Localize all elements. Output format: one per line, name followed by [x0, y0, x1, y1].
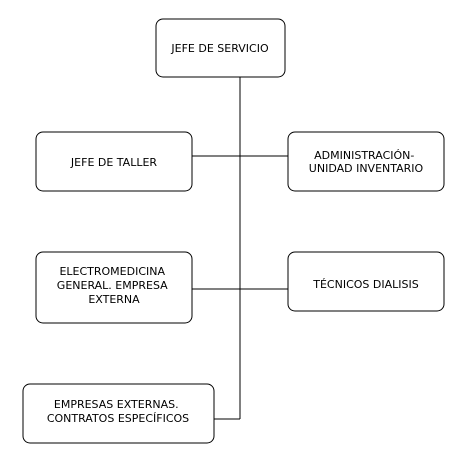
node-jefe-taller: JEFE DE TALLER — [35, 131, 193, 192]
node-label: ELECTROMEDICINA GENERAL. EMPRESA EXTERNA — [57, 265, 171, 306]
node-label: JEFE DE TALLER — [70, 156, 157, 169]
node-box — [35, 251, 193, 324]
node-box — [287, 251, 445, 312]
node-label: TÉCNICOS DIALISIS — [312, 278, 418, 291]
node-empresas-externas: EMPRESAS EXTERNAS. CONTRATOS ESPECÍFICOS — [22, 383, 215, 444]
node-box — [35, 131, 193, 192]
connectors — [192, 77, 288, 420]
node-box — [22, 383, 215, 444]
node-label: JEFE DE SERVICIO — [170, 42, 269, 55]
node-administracion: ADMINISTRACIÓN- UNIDAD INVENTARIO — [287, 131, 445, 192]
node-box — [287, 131, 445, 192]
node-label: EMPRESAS EXTERNAS. CONTRATOS ESPECÍFICOS — [47, 398, 189, 425]
node-jefe-servicio: JEFE DE SERVICIO — [155, 18, 286, 78]
node-tecnicos-dialisis: TÉCNICOS DIALISIS — [287, 251, 445, 312]
node-electromedicina: ELECTROMEDICINA GENERAL. EMPRESA EXTERNA — [35, 251, 193, 324]
node-label: ADMINISTRACIÓN- UNIDAD INVENTARIO — [309, 149, 424, 175]
node-box — [155, 18, 286, 78]
